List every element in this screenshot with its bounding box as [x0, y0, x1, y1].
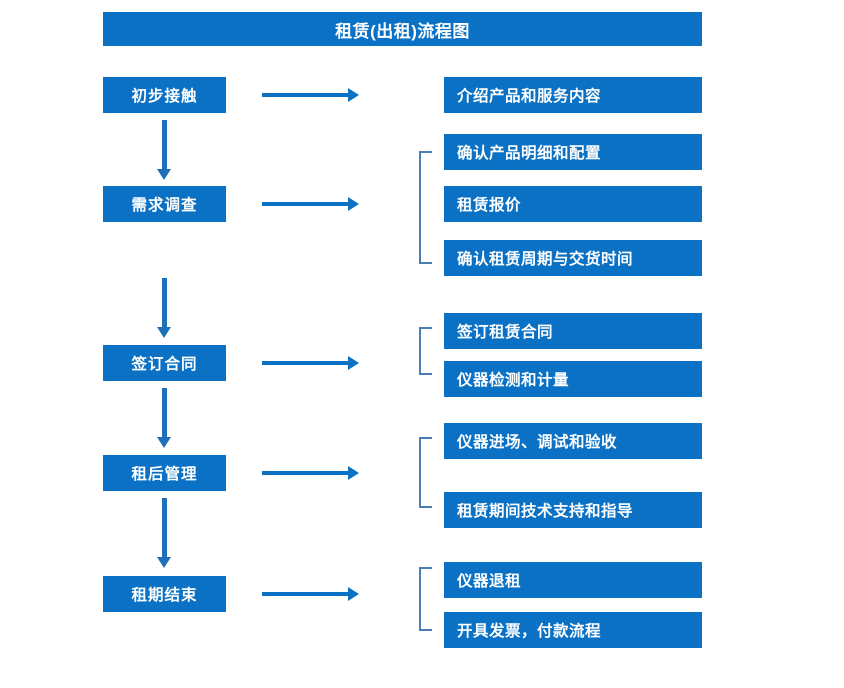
vertical-arrow-2: [157, 278, 171, 338]
horizontal-arrow-3: [262, 356, 359, 370]
arrow-head-icon: [348, 88, 359, 102]
arrow-head-icon: [157, 437, 171, 448]
arrow-head-icon: [157, 327, 171, 338]
vertical-arrow-1: [157, 120, 171, 180]
group-bracket-需求调查: [419, 151, 432, 264]
arrow-shaft: [262, 471, 350, 475]
horizontal-arrow-2: [262, 197, 359, 211]
arrow-head-icon: [348, 466, 359, 480]
detail-node-开具发票付款流程[interactable]: 开具发票，付款流程: [444, 612, 702, 648]
detail-node-租赁期间技术支持和指导[interactable]: 租赁期间技术支持和指导: [444, 492, 702, 528]
group-bracket-签订合同: [419, 327, 432, 375]
stage-node-签订合同[interactable]: 签订合同: [103, 345, 226, 381]
arrow-shaft: [162, 498, 167, 557]
stage-node-需求调查[interactable]: 需求调查: [103, 186, 226, 222]
group-bracket-租后管理: [419, 437, 432, 508]
horizontal-arrow-1: [262, 88, 359, 102]
arrow-shaft: [262, 202, 350, 206]
stage-node-初步接触[interactable]: 初步接触: [103, 77, 226, 113]
detail-node-确认产品明细和配置[interactable]: 确认产品明细和配置: [444, 134, 702, 170]
horizontal-arrow-5: [262, 587, 359, 601]
detail-node-介绍产品和服务内容[interactable]: 介绍产品和服务内容: [444, 77, 702, 113]
arrow-head-icon: [348, 356, 359, 370]
detail-node-仪器进场调试和验收[interactable]: 仪器进场、调试和验收: [444, 423, 702, 459]
stage-node-租期结束[interactable]: 租期结束: [103, 576, 226, 612]
arrow-head-icon: [157, 557, 171, 568]
arrow-shaft: [162, 120, 167, 169]
group-bracket-租期结束: [419, 567, 432, 631]
vertical-arrow-4: [157, 498, 171, 568]
page-title: 租赁(出租)流程图: [103, 12, 702, 46]
stage-node-租后管理[interactable]: 租后管理: [103, 455, 226, 491]
arrow-shaft: [262, 592, 350, 596]
detail-node-确认租赁周期与交货时间[interactable]: 确认租赁周期与交货时间: [444, 240, 702, 276]
arrow-shaft: [162, 278, 167, 327]
arrow-shaft: [262, 361, 350, 365]
detail-node-租赁报价[interactable]: 租赁报价: [444, 186, 702, 222]
detail-node-签订租赁合同[interactable]: 签订租赁合同: [444, 313, 702, 349]
arrow-head-icon: [348, 197, 359, 211]
arrow-head-icon: [157, 169, 171, 180]
arrow-head-icon: [348, 587, 359, 601]
arrow-shaft: [262, 93, 350, 97]
arrow-shaft: [162, 388, 167, 437]
detail-node-仪器检测和计量[interactable]: 仪器检测和计量: [444, 361, 702, 397]
vertical-arrow-3: [157, 388, 171, 448]
detail-node-仪器退租[interactable]: 仪器退租: [444, 562, 702, 598]
horizontal-arrow-4: [262, 466, 359, 480]
